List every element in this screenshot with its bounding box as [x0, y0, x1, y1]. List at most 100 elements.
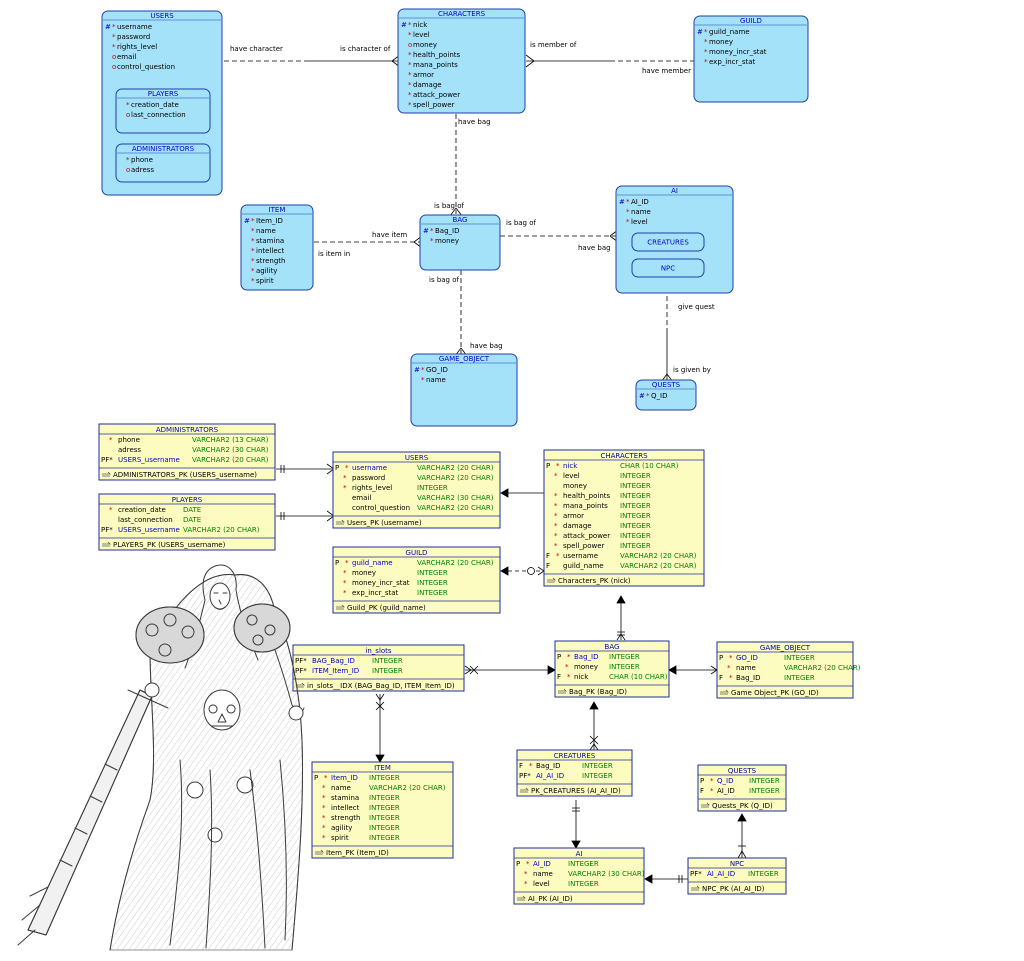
column-name: nick: [563, 462, 578, 470]
column-key-flag: P: [557, 653, 561, 661]
column-type: INTEGER: [369, 814, 400, 822]
column-type: VARCHAR2 (20 CHAR): [620, 552, 697, 560]
rel-bag-ai: [500, 229, 619, 243]
mandatory-marker: o: [126, 111, 130, 119]
column-mandatory-flag: *: [343, 474, 347, 482]
key-icon: [558, 688, 567, 694]
attribute-name: agility: [256, 267, 277, 275]
column-key-flag: PF*: [295, 667, 307, 675]
attribute-name: password: [117, 33, 150, 41]
table-title: AI: [576, 850, 583, 858]
label-have-member: have member: [642, 67, 691, 75]
mandatory-marker: o: [112, 63, 116, 71]
column-mandatory-flag: *: [565, 663, 569, 671]
column-mandatory-flag: *: [529, 762, 533, 770]
column-mandatory-flag: *: [343, 569, 347, 577]
column-type: VARCHAR2 (20 CHAR): [417, 559, 494, 567]
column-mandatory-flag: *: [345, 464, 349, 472]
label-have-bag-ai: have bag: [578, 244, 611, 252]
entity-game-object[interactable]: GAME_OBJECT#*GO_ID*name: [410, 353, 518, 427]
logical-relationship-labels: have character is character of is member…: [230, 41, 715, 374]
column-key-flag: F: [719, 674, 723, 682]
mandatory-marker: *: [112, 33, 116, 41]
entity-creatures[interactable]: CREATURES: [631, 232, 705, 252]
column-mandatory-flag: *: [322, 834, 326, 842]
primary-key-constraint: AI_PK (AI_ID): [528, 895, 573, 903]
column-name: health_points: [563, 492, 611, 500]
attribute-name: level: [413, 31, 430, 39]
column-name: phone: [118, 436, 140, 444]
primary-key-constraint: PK_CREATURES (AI_AI_ID): [531, 787, 621, 795]
column-type: INTEGER: [620, 472, 651, 480]
column-type: VARCHAR2 (20 CHAR): [417, 464, 494, 472]
column-type: VARCHAR2 (20 CHAR): [192, 456, 269, 464]
column-type: INTEGER: [582, 772, 613, 780]
column-name: name: [533, 870, 553, 878]
attribute-name: exp_incr_stat: [709, 58, 756, 66]
column-key-flag: F: [546, 562, 550, 570]
column-mandatory-flag: *: [556, 462, 560, 470]
column-type: INTEGER: [417, 569, 448, 577]
primary-key-constraint: Quests_PK (Q_ID): [712, 802, 773, 810]
column-key-flag: P: [700, 777, 704, 785]
column-type: VARCHAR2 (20 CHAR): [620, 562, 697, 570]
attribute-name: rights_level: [117, 43, 157, 51]
column-type: INTEGER: [417, 589, 448, 597]
column-key-flag: F: [557, 673, 561, 681]
column-name: password: [352, 474, 385, 482]
primary-key-constraint: ADMINISTRATORS_PK (USERS_username): [113, 471, 257, 479]
primary-key-constraint: Bag_PK (Bag_ID): [569, 688, 627, 696]
mandatory-marker: *: [251, 267, 255, 275]
column-name: USERS_username: [118, 526, 180, 534]
column-mandatory-flag: *: [567, 673, 571, 681]
column-type: INTEGER: [620, 532, 651, 540]
primary-key-constraint: in_slots__IDX (BAG_Bag_ID, ITEM_Item_ID): [307, 682, 455, 690]
primary-key-constraint: Users_PK (username): [347, 519, 422, 527]
entity-item[interactable]: ITEM#*Item_ID*name*stamina*intellect*str…: [240, 204, 314, 291]
column-type: INTEGER: [620, 482, 651, 490]
column-name: AI_ID: [533, 860, 551, 868]
column-type: VARCHAR2 (30 CHAR): [417, 494, 494, 502]
label-is-member-of: is member of: [530, 41, 577, 49]
column-mandatory-flag: *: [343, 589, 347, 597]
column-name: guild_name: [352, 559, 393, 567]
column-type: VARCHAR2 (13 CHAR): [192, 436, 269, 444]
column-type: INTEGER: [620, 512, 651, 520]
entity-title: CREATURES: [647, 239, 689, 247]
mandatory-marker: o: [408, 41, 412, 49]
mandatory-marker: *: [704, 58, 708, 66]
attribute-name: nick: [413, 21, 428, 29]
attribute-name: creation_date: [131, 101, 179, 109]
entity-title: GUILD: [740, 17, 762, 25]
column-key-flag: P: [719, 654, 723, 662]
table-title: ITEM: [374, 764, 391, 772]
column-mandatory-flag: *: [710, 787, 714, 795]
fk-characters-users: [500, 488, 544, 498]
key-icon: [701, 802, 710, 808]
entity-guild[interactable]: GUILD#*guild_name*money*money_incr_stat*…: [693, 15, 809, 103]
entity-npc[interactable]: NPC: [631, 258, 705, 278]
attribute-name: GO_ID: [426, 366, 448, 374]
entity-quests[interactable]: QUESTS#*Q_ID: [635, 379, 697, 411]
column-type: INTEGER: [568, 880, 599, 888]
entity-bag[interactable]: BAG#*Bag_ID*money: [419, 214, 501, 271]
column-type: DATE: [183, 506, 201, 514]
column-mandatory-flag: *: [554, 502, 558, 510]
